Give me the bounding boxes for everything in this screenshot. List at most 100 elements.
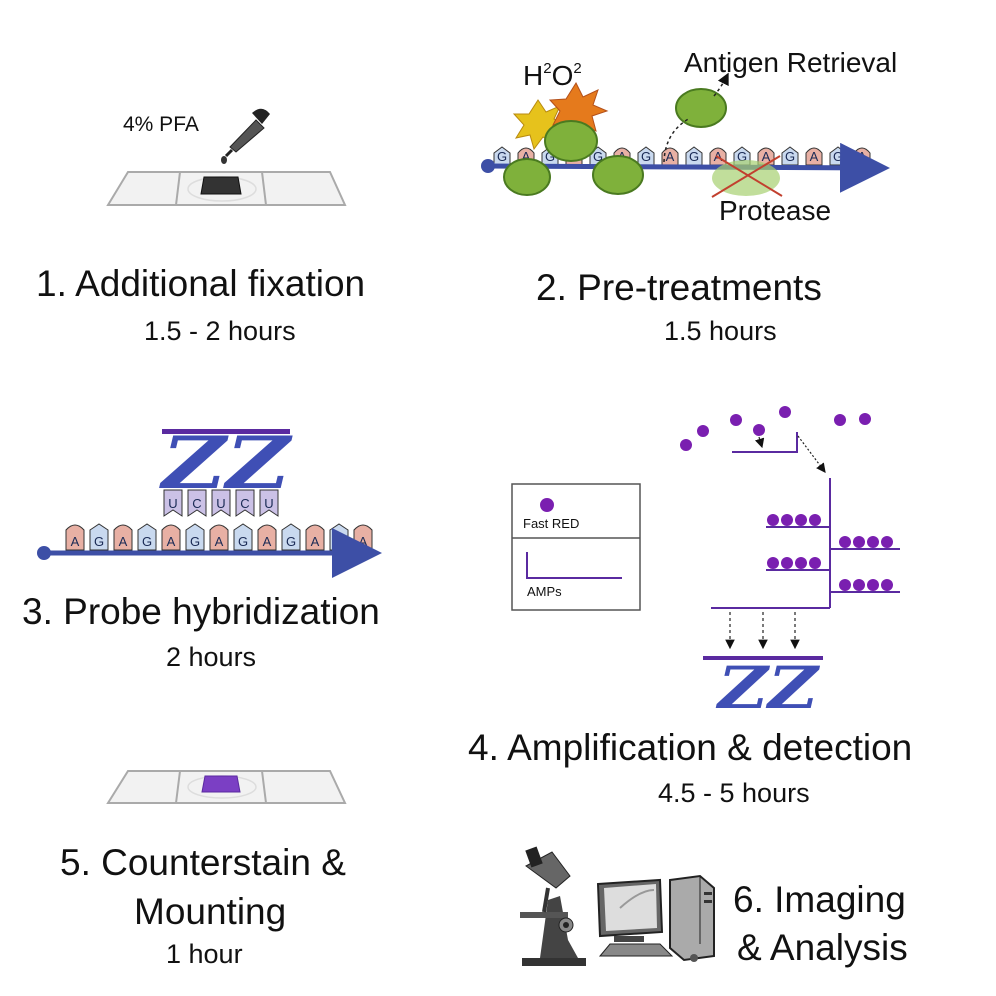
- legend-fast-red: Fast RED: [523, 516, 579, 531]
- step1-title: 1. Additional fixation: [36, 263, 365, 304]
- dna-strand: [487, 142, 890, 193]
- stained-slide-icon: [106, 770, 347, 804]
- bound-bead: [795, 557, 807, 569]
- bead: [680, 439, 692, 451]
- svg-text:A: A: [71, 534, 80, 549]
- fixative-label: 4% PFA: [123, 113, 199, 136]
- amp-top: [732, 432, 798, 453]
- probe-base: U: [163, 489, 183, 517]
- strand-base: A: [853, 147, 871, 166]
- strand-base: G: [685, 146, 703, 166]
- step6-title-line1: 6. Imaging: [733, 879, 906, 920]
- target-base: G: [281, 523, 301, 551]
- svg-text:A: A: [359, 534, 368, 549]
- svg-text:G: G: [94, 534, 104, 549]
- step5-illustration: [106, 770, 347, 804]
- green-protein-blob: [544, 120, 598, 162]
- free-beads: [680, 406, 871, 451]
- amp-arrow: [797, 435, 826, 473]
- svg-text:G: G: [641, 149, 651, 164]
- strand-end-bead: [481, 159, 495, 173]
- svg-text:G: G: [334, 534, 344, 549]
- probe-base: C: [235, 489, 255, 517]
- svg-text:G: G: [593, 149, 603, 164]
- bead: [753, 424, 765, 436]
- strand-base: G: [781, 146, 799, 166]
- strand-base: G: [829, 146, 847, 166]
- svg-text:A: A: [311, 534, 320, 549]
- zz-detect-top-bar: [703, 656, 823, 660]
- step4-illustration: Fast RED AMPs: [511, 406, 900, 722]
- bound-bead: [853, 579, 865, 591]
- target-base: A: [65, 524, 85, 551]
- cross-out-line: [715, 155, 783, 197]
- green-protein-blob-released: [675, 88, 727, 128]
- target-base: A: [353, 524, 373, 551]
- svg-text:G: G: [545, 149, 555, 164]
- bound-bead: [881, 579, 893, 591]
- step5-title-line2: Mounting: [134, 891, 286, 932]
- step1-illustration: 4% PFA: [106, 108, 347, 206]
- bound-bead: [767, 514, 779, 526]
- strand-end-bead: [37, 546, 51, 560]
- target-base: G: [185, 523, 205, 551]
- legend-box: Fast RED AMPs: [511, 483, 641, 611]
- svg-text:A: A: [167, 534, 176, 549]
- svg-text:A: A: [762, 149, 771, 164]
- svg-text:A: A: [119, 534, 128, 549]
- step4-title: 4. Amplification & detection: [468, 727, 912, 768]
- svg-text:G: G: [833, 149, 843, 164]
- step2-title: 2. Pre-treatments: [536, 267, 822, 308]
- antigen-retrieval-label: Antigen Retrieval: [684, 47, 897, 78]
- svg-text:U: U: [264, 496, 273, 511]
- svg-text:U: U: [216, 496, 225, 511]
- bead: [730, 414, 742, 426]
- step5-title-line1: 5. Counterstain &: [60, 842, 346, 883]
- bound-bead: [767, 557, 779, 569]
- bound-bead: [809, 514, 821, 526]
- zz-detect-glyph: ZZ: [716, 654, 821, 722]
- bead-arrow: [754, 436, 765, 449]
- h2o2-label: H2O2: [523, 60, 582, 91]
- bound-bead: [781, 557, 793, 569]
- bead: [859, 413, 871, 425]
- bound-bead: [867, 579, 879, 591]
- target-base: A: [305, 524, 325, 551]
- release-arrow: [663, 117, 691, 163]
- probe-base: C: [187, 489, 207, 517]
- bound-bead: [853, 536, 865, 548]
- step5-duration: 1 hour: [166, 939, 243, 969]
- target-base: A: [113, 524, 133, 551]
- bound-bead: [795, 514, 807, 526]
- bound-bead: [881, 536, 893, 548]
- svg-text:G: G: [737, 149, 747, 164]
- cross-out-line: [711, 155, 781, 198]
- target-base: G: [137, 523, 157, 551]
- bound-bead: [839, 579, 851, 591]
- svg-text:C: C: [192, 496, 201, 511]
- svg-text:G: G: [238, 534, 248, 549]
- bound-beads: [767, 514, 893, 591]
- svg-text:G: G: [497, 149, 507, 164]
- svg-text:G: G: [286, 534, 296, 549]
- microscope-icon: [520, 846, 586, 966]
- protease-label: Protease: [719, 195, 831, 226]
- svg-text:G: G: [785, 149, 795, 164]
- bead: [779, 406, 791, 418]
- bound-bead: [781, 514, 793, 526]
- svg-text:A: A: [522, 149, 531, 164]
- bound-bead: [867, 536, 879, 548]
- target-base: A: [209, 524, 229, 551]
- step3-title: 3. Probe hybridization: [22, 591, 380, 632]
- svg-text:G: G: [142, 534, 152, 549]
- svg-text:U: U: [168, 496, 177, 511]
- legend-amps: AMPs: [527, 584, 562, 599]
- green-protein-blob: [503, 158, 551, 196]
- probe-base: U: [259, 489, 279, 517]
- step6-title-line2: & Analysis: [737, 927, 908, 968]
- svg-text:G: G: [190, 534, 200, 549]
- strand-base: A: [757, 147, 775, 166]
